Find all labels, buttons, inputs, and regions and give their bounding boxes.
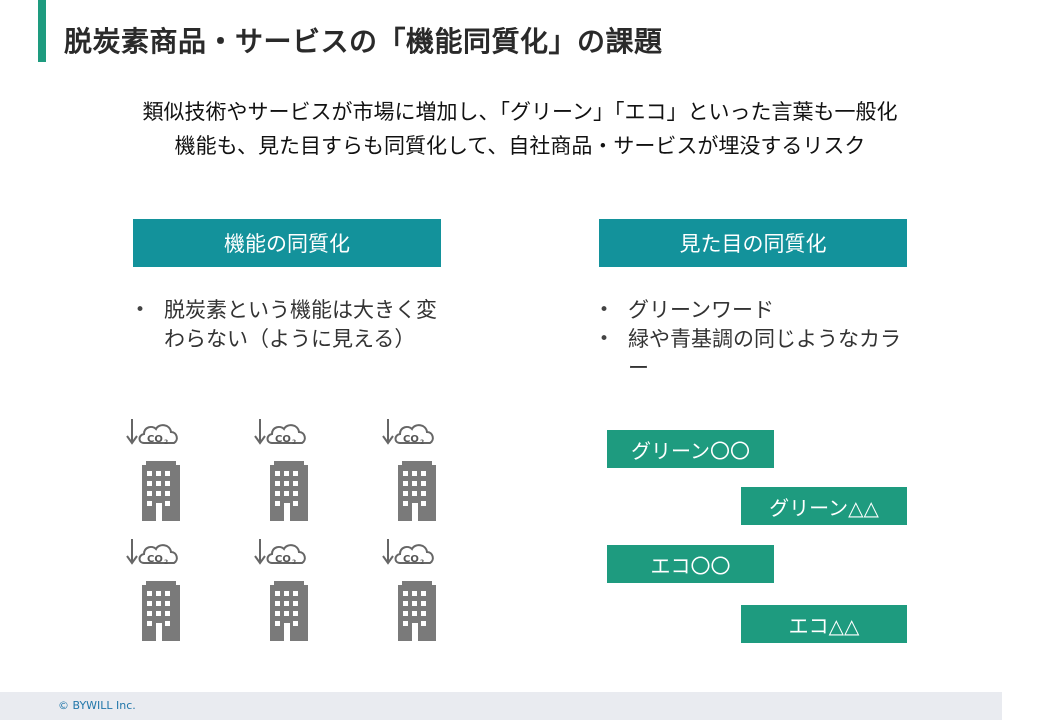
building-co2-unit: CO 2	[382, 415, 452, 523]
svg-text:2: 2	[292, 439, 296, 446]
green-name-tag-2: グリーン△△	[741, 487, 907, 525]
building-co2-icon-grid: CO 2 CO 2	[120, 415, 450, 645]
svg-text:CO: CO	[403, 434, 419, 445]
building-icon	[142, 461, 180, 521]
building-co2-unit: CO 2	[382, 535, 452, 643]
green-name-tag-1: グリーン〇〇	[607, 430, 774, 468]
svg-text:2: 2	[420, 439, 424, 446]
co2-building-icon: CO 2	[254, 419, 308, 521]
building-co2-unit: CO 2	[254, 535, 324, 643]
function-bullet-list: 脱炭素という機能は大きく変わらない（ように見える）	[133, 296, 443, 354]
co2-building-icon: CO 2	[126, 539, 180, 641]
function-homogenization-header: 機能の同質化	[133, 219, 441, 267]
eco-name-tag-1: エコ〇〇	[607, 545, 774, 583]
eco-name-tag-2: エコ△△	[741, 605, 907, 643]
copyright-text: © BYWILL Inc.	[58, 699, 136, 712]
subtitle-line-1: 類似技術やサービスが市場に増加し、「グリーン」「エコ」といった言葉も一般化	[142, 100, 898, 124]
svg-text:CO: CO	[147, 434, 163, 445]
svg-text:CO: CO	[275, 434, 291, 445]
building-co2-unit: CO 2	[126, 535, 196, 643]
subtitle-line-2: 機能も、見た目すらも同質化して、自社商品・サービスが埋没するリスク	[174, 134, 866, 158]
footer-bar	[0, 692, 1002, 720]
co2-building-icon: CO 2	[126, 419, 180, 521]
co2-reduction-icon: CO 2	[382, 539, 434, 566]
co2-reduction-icon: CO 2	[254, 419, 306, 446]
svg-text:CO: CO	[403, 554, 419, 565]
svg-text:2: 2	[420, 559, 424, 566]
building-co2-unit: CO 2	[126, 415, 196, 523]
appearance-homogenization-header: 見た目の同質化	[599, 219, 907, 267]
function-bullet-item: 脱炭素という機能は大きく変わらない（ように見える）	[133, 296, 443, 354]
co2-building-icon: CO 2	[254, 539, 308, 641]
svg-text:2: 2	[292, 559, 296, 566]
svg-text:CO: CO	[275, 554, 291, 565]
co2-reduction-icon: CO 2	[126, 419, 178, 446]
svg-text:2: 2	[164, 559, 168, 566]
appearance-bullet-item: グリーンワード	[597, 296, 907, 325]
appearance-bullet-list: グリーンワード 緑や青基調の同じようなカラー	[597, 296, 907, 383]
svg-text:2: 2	[164, 439, 168, 446]
building-icon	[270, 581, 308, 641]
building-icon	[398, 581, 436, 641]
building-icon	[270, 461, 308, 521]
page-title: 脱炭素商品・サービスの「機能同質化」の課題	[64, 25, 663, 58]
svg-text:CO: CO	[147, 554, 163, 565]
appearance-bullet-item: 緑や青基調の同じようなカラー	[597, 325, 907, 383]
co2-reduction-icon: CO 2	[382, 419, 434, 446]
title-accent-bar	[38, 0, 46, 62]
co2-building-icon: CO 2	[382, 539, 436, 641]
building-icon	[142, 581, 180, 641]
building-co2-unit: CO 2	[254, 415, 324, 523]
co2-reduction-icon: CO 2	[254, 539, 306, 566]
co2-building-icon: CO 2	[382, 419, 436, 521]
building-icon	[398, 461, 436, 521]
co2-reduction-icon: CO 2	[126, 539, 178, 566]
